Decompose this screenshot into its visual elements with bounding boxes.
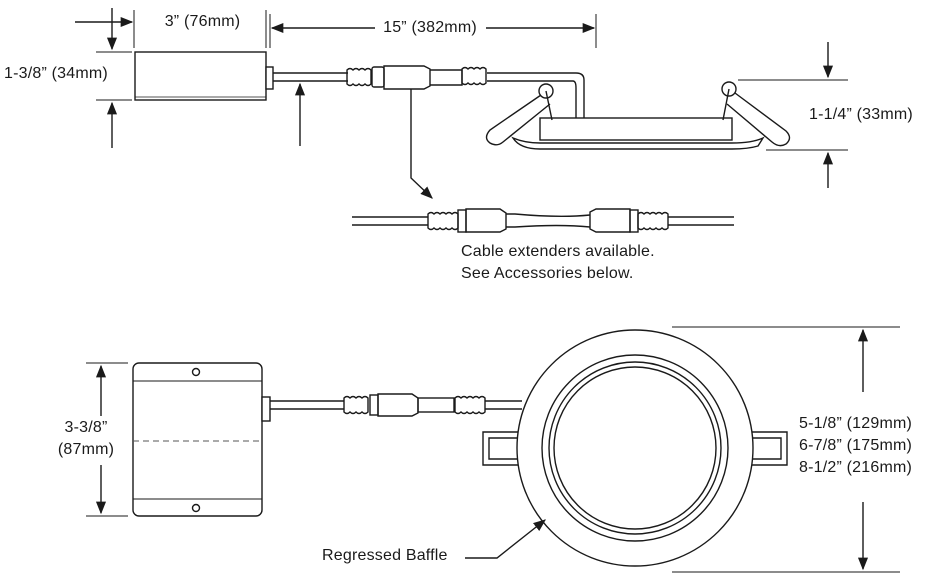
- diameter-label-3: 8-1/2” (216mm): [799, 459, 913, 476]
- driver-depth-dimension: [86, 362, 128, 517]
- driver-box-plan: [132, 362, 271, 517]
- fixture-height-dimension: [738, 42, 848, 188]
- cable-bottom: [270, 393, 522, 417]
- driver-width-dimension: [75, 10, 267, 48]
- driver-width-label: 3” (76mm): [164, 13, 241, 30]
- fixture-plan: [482, 329, 788, 567]
- driver-box-side: [134, 51, 274, 101]
- extender-leader: [410, 89, 433, 199]
- baffle-label: Regressed Baffle: [322, 547, 448, 564]
- diameter-dimension: [672, 326, 900, 573]
- extender-note-line2: See Accessories below.: [461, 265, 634, 282]
- cable-extender: [352, 208, 734, 233]
- driver-depth-label-line2: (87mm): [57, 441, 115, 458]
- cable-top: [273, 65, 585, 118]
- fixture-side: [485, 81, 791, 150]
- driver-height-label: 1-3/8” (34mm): [4, 65, 108, 82]
- cable-length-label: 15” (382mm): [383, 19, 477, 36]
- extender-note-line1: Cable extenders available.: [461, 243, 655, 260]
- diameter-label-1: 5-1/8” (129mm): [799, 415, 913, 432]
- fixture-height-label: 1-1/4” (33mm): [809, 106, 913, 123]
- driver-height-dimension: [96, 8, 132, 148]
- cable-length-dimension: [269, 14, 597, 48]
- baffle-leader: [465, 519, 546, 559]
- diameter-label-2: 6-7/8” (175mm): [799, 437, 913, 454]
- driver-depth-label-line1: 3-3/8”: [64, 419, 108, 436]
